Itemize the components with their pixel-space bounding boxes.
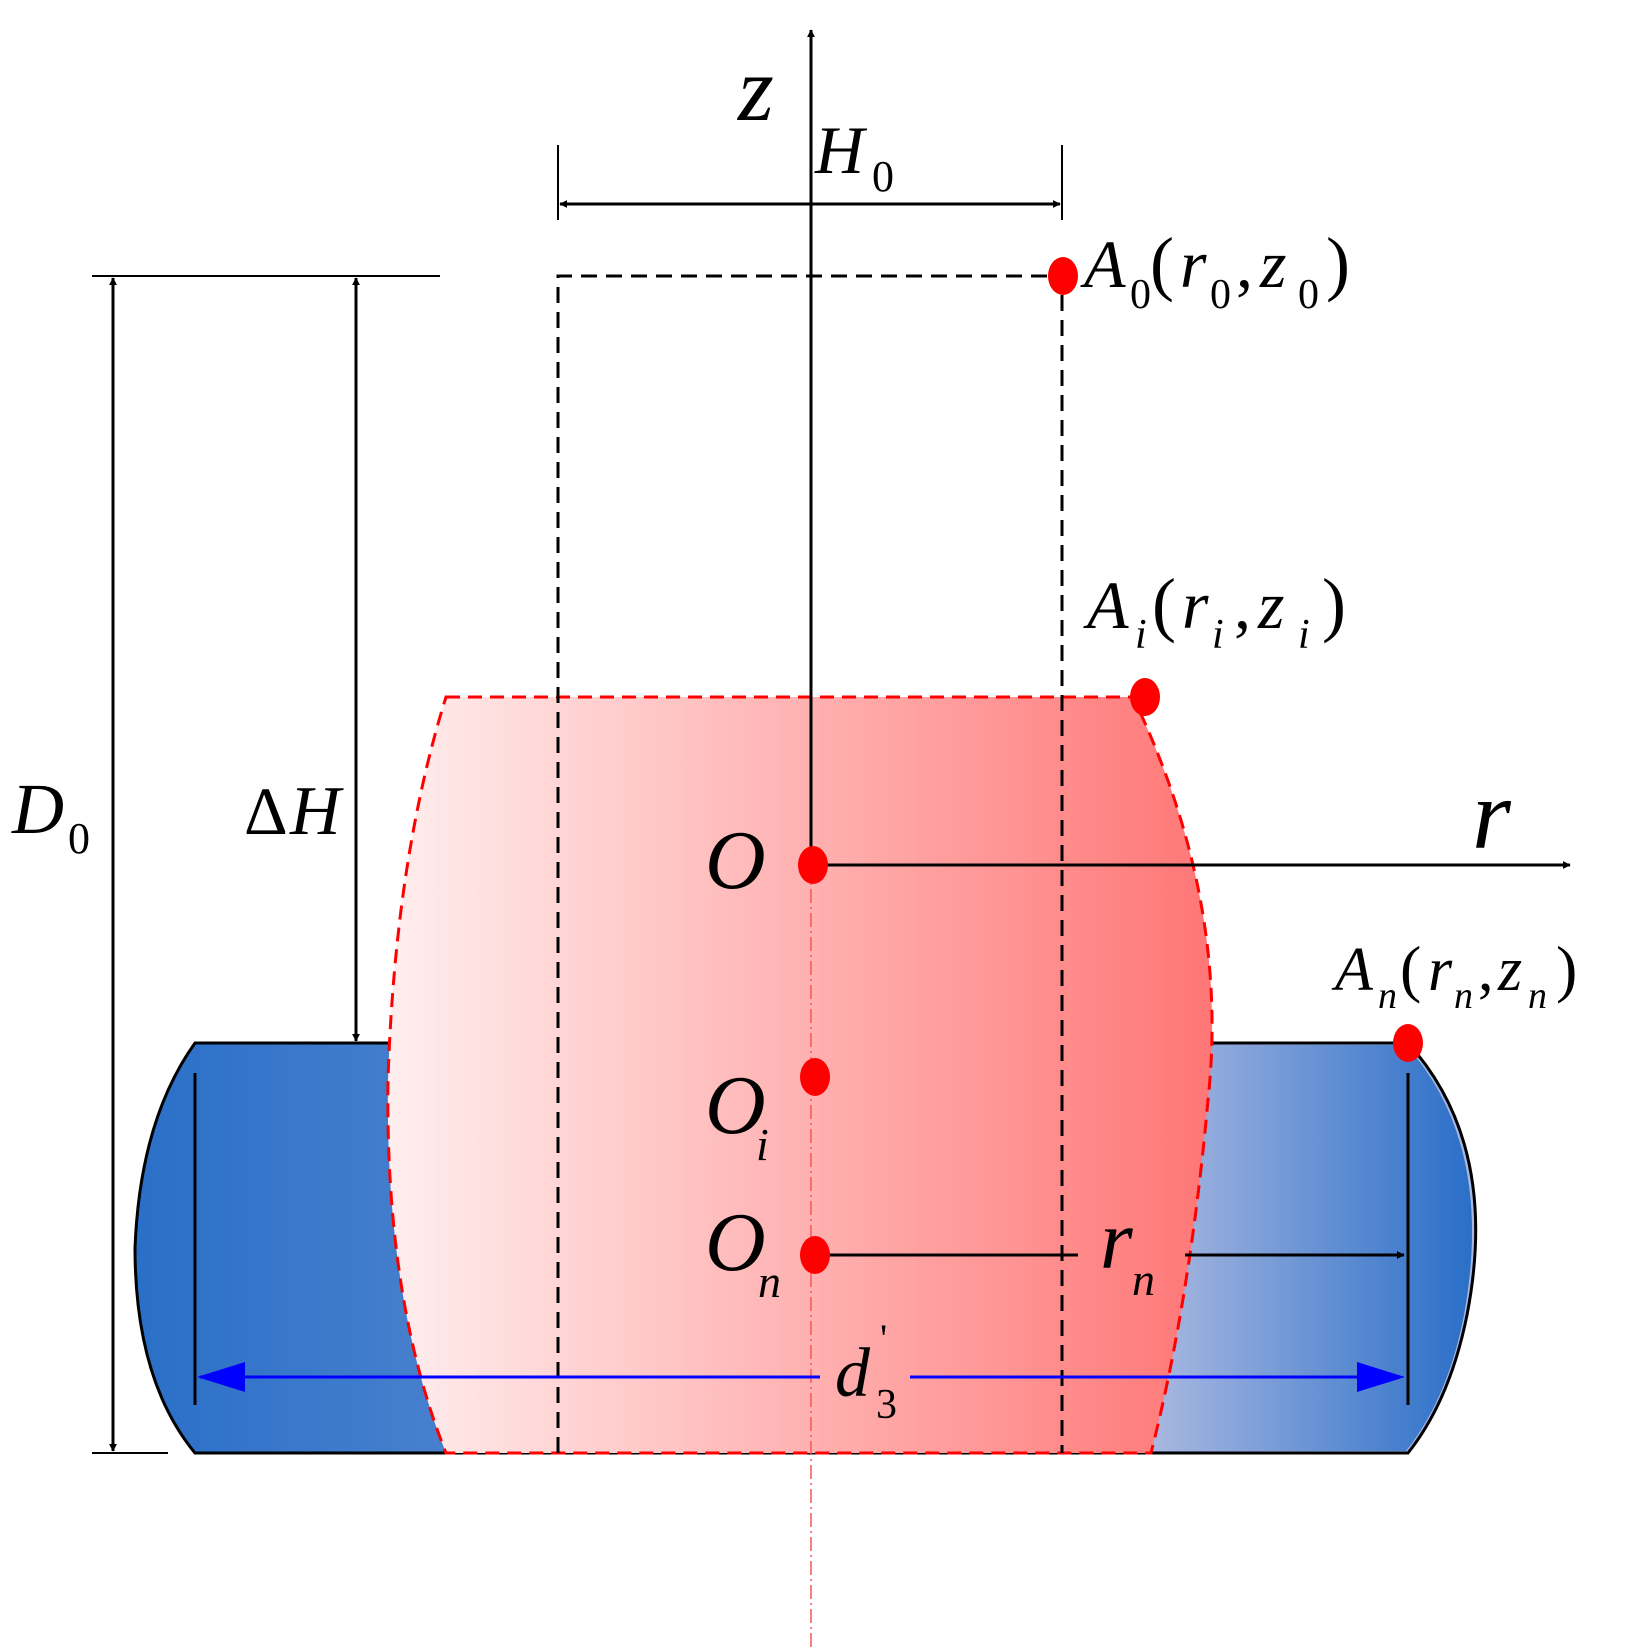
- svg-text:,: ,: [1234, 567, 1251, 643]
- dh-label: H: [289, 773, 344, 850]
- a0-coordinate-label: A 0 ( r 0 , z 0 ): [1080, 223, 1350, 318]
- d0-label-sub: 0: [68, 814, 90, 863]
- svg-text:0: 0: [1130, 272, 1151, 318]
- svg-text:z: z: [1257, 567, 1284, 643]
- on-label: O: [705, 1196, 766, 1289]
- r-axis-label: r: [1472, 759, 1512, 870]
- svg-text:r: r: [1182, 567, 1209, 643]
- z-axis-label: z: [736, 38, 774, 140]
- h0-label-sub: 0: [872, 152, 894, 201]
- point-an: [1393, 1024, 1423, 1062]
- svg-text:r: r: [1428, 936, 1453, 1004]
- svg-text:,: ,: [1236, 226, 1253, 302]
- rn-label: r: [1100, 1194, 1133, 1287]
- svg-text:r: r: [1180, 226, 1207, 302]
- d3-label-prime: ': [880, 1316, 887, 1361]
- o-label: O: [705, 814, 766, 907]
- intermediate-shape: [386, 695, 1214, 1455]
- h0-label: H: [814, 112, 868, 188]
- an-coordinate-label: A n ( r n , z n ): [1331, 933, 1577, 1017]
- rn-label-sub: n: [1132, 1254, 1155, 1305]
- point-o: [798, 846, 828, 884]
- point-ai: [1130, 678, 1160, 716]
- d3-arrow-left: [197, 1362, 245, 1392]
- svg-text:): ): [1326, 223, 1350, 303]
- svg-text:(: (: [1150, 223, 1174, 303]
- svg-text:0: 0: [1210, 272, 1231, 318]
- dh-label-delta: Δ: [244, 773, 288, 849]
- d3-label-sub: 3: [876, 1382, 897, 1428]
- svg-text:): ): [1556, 933, 1577, 1004]
- svg-text:): ): [1322, 564, 1346, 644]
- oi-label: O: [705, 1059, 766, 1152]
- svg-text:z: z: [1259, 226, 1286, 302]
- d3-arrow-right: [1357, 1362, 1405, 1392]
- svg-text:A: A: [1080, 226, 1126, 302]
- on-label-sub: n: [758, 1256, 781, 1307]
- svg-text:A: A: [1083, 567, 1129, 643]
- svg-text:A: A: [1331, 936, 1374, 1004]
- svg-text:z: z: [1497, 936, 1522, 1004]
- svg-text:i: i: [1298, 612, 1310, 658]
- ai-coordinate-label: A i ( r i , z i ): [1083, 564, 1346, 658]
- point-a0: [1048, 257, 1078, 295]
- point-oi: [800, 1058, 830, 1096]
- svg-text:n: n: [1528, 975, 1547, 1017]
- oi-label-sub: i: [756, 1119, 769, 1170]
- svg-text:i: i: [1212, 612, 1224, 658]
- svg-text:n: n: [1378, 975, 1397, 1017]
- svg-text:n: n: [1454, 975, 1473, 1017]
- d3-label: d: [835, 1335, 871, 1412]
- d0-label: D: [11, 769, 64, 849]
- svg-text:i: i: [1135, 612, 1147, 658]
- svg-text:0: 0: [1298, 272, 1319, 318]
- svg-text:(: (: [1400, 933, 1421, 1004]
- point-on: [800, 1236, 830, 1274]
- final-workpiece-right-fill: [1150, 1045, 1473, 1451]
- svg-text:(: (: [1152, 564, 1176, 644]
- svg-text:,: ,: [1478, 936, 1494, 1004]
